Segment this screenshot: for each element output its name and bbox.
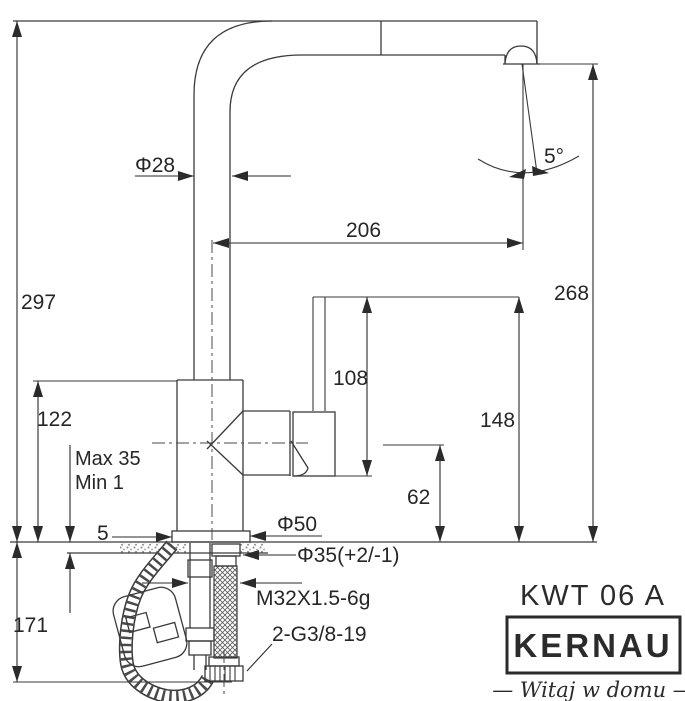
dim-min-label: Min 1: [75, 472, 124, 494]
dim-297-label: 297: [21, 291, 56, 314]
dim-g38: 2-G3/8-19: [246, 623, 367, 672]
dim-122-label: 122: [37, 408, 72, 431]
threaded-shank: [185, 543, 215, 670]
handle-block: [292, 411, 336, 477]
dim-148: 148: [313, 296, 524, 542]
pullout-hose: [118, 540, 215, 701]
base-plate: [171, 530, 251, 543]
dim-108: 108: [333, 297, 372, 477]
g38-fitting: [204, 650, 244, 698]
dim-206-label: 206: [346, 219, 381, 242]
lever-edge: [290, 440, 309, 477]
dim-phi28-label: Φ28: [135, 154, 175, 177]
dim-5: 5: [97, 522, 172, 545]
dim-62-label: 62: [407, 486, 430, 509]
dim-297: 297: [12, 21, 56, 542]
dim-g38-label: 2-G3/8-19: [272, 623, 367, 646]
dim-angle: 5°: [477, 63, 580, 250]
dim-phi50-label: Φ50: [277, 513, 317, 536]
brand-tagline: — Witaj w domu —: [492, 678, 685, 701]
dim-phi28: Φ28: [135, 154, 291, 181]
dim-171-label: 171: [13, 614, 48, 637]
dim-max-label: Max 35: [75, 448, 141, 470]
branding-block: KWT 06 A KERNAU — Witaj w domu —: [492, 580, 685, 701]
dim-5-label: 5: [97, 522, 109, 545]
braided-hose: [211, 543, 241, 659]
dim-m32: M32X1.5-6g: [142, 578, 370, 610]
dim-phi35: Φ35(+2/-1): [243, 544, 400, 567]
faucet-outline: [13, 20, 540, 543]
dim-108-label: 108: [333, 367, 368, 390]
dim-m32-label: M32X1.5-6g: [256, 587, 370, 610]
countertop-hatch-right: [240, 543, 266, 553]
dim-268: 268: [540, 63, 598, 542]
brand-logo-box: [505, 615, 682, 675]
under-sink-assembly: [112, 540, 244, 701]
hose-counterweight: [112, 586, 188, 668]
dim-122: 122: [33, 380, 177, 542]
centerlines: [152, 240, 308, 540]
dim-148-label: 148: [480, 409, 515, 432]
brand-logo-text: KERNAU: [513, 627, 672, 664]
dim-angle-label: 5°: [544, 145, 564, 168]
countertop-hatch-left: [120, 543, 186, 553]
dim-62: 62: [383, 444, 445, 542]
dim-phi50: Φ50: [250, 513, 322, 541]
model-number: KWT 06 A: [520, 580, 666, 612]
aerator-dome: [503, 45, 540, 65]
dim-171: 171: [12, 542, 232, 683]
dimensions: 297 122 Max 35 Min 1 171 5: [12, 21, 598, 683]
dim-counter-thickness: Max 35 Min 1: [65, 445, 141, 613]
dim-268-label: 268: [554, 282, 589, 305]
dim-206: 206: [213, 219, 523, 248]
dim-phi35-label: Φ35(+2/-1): [297, 544, 400, 567]
